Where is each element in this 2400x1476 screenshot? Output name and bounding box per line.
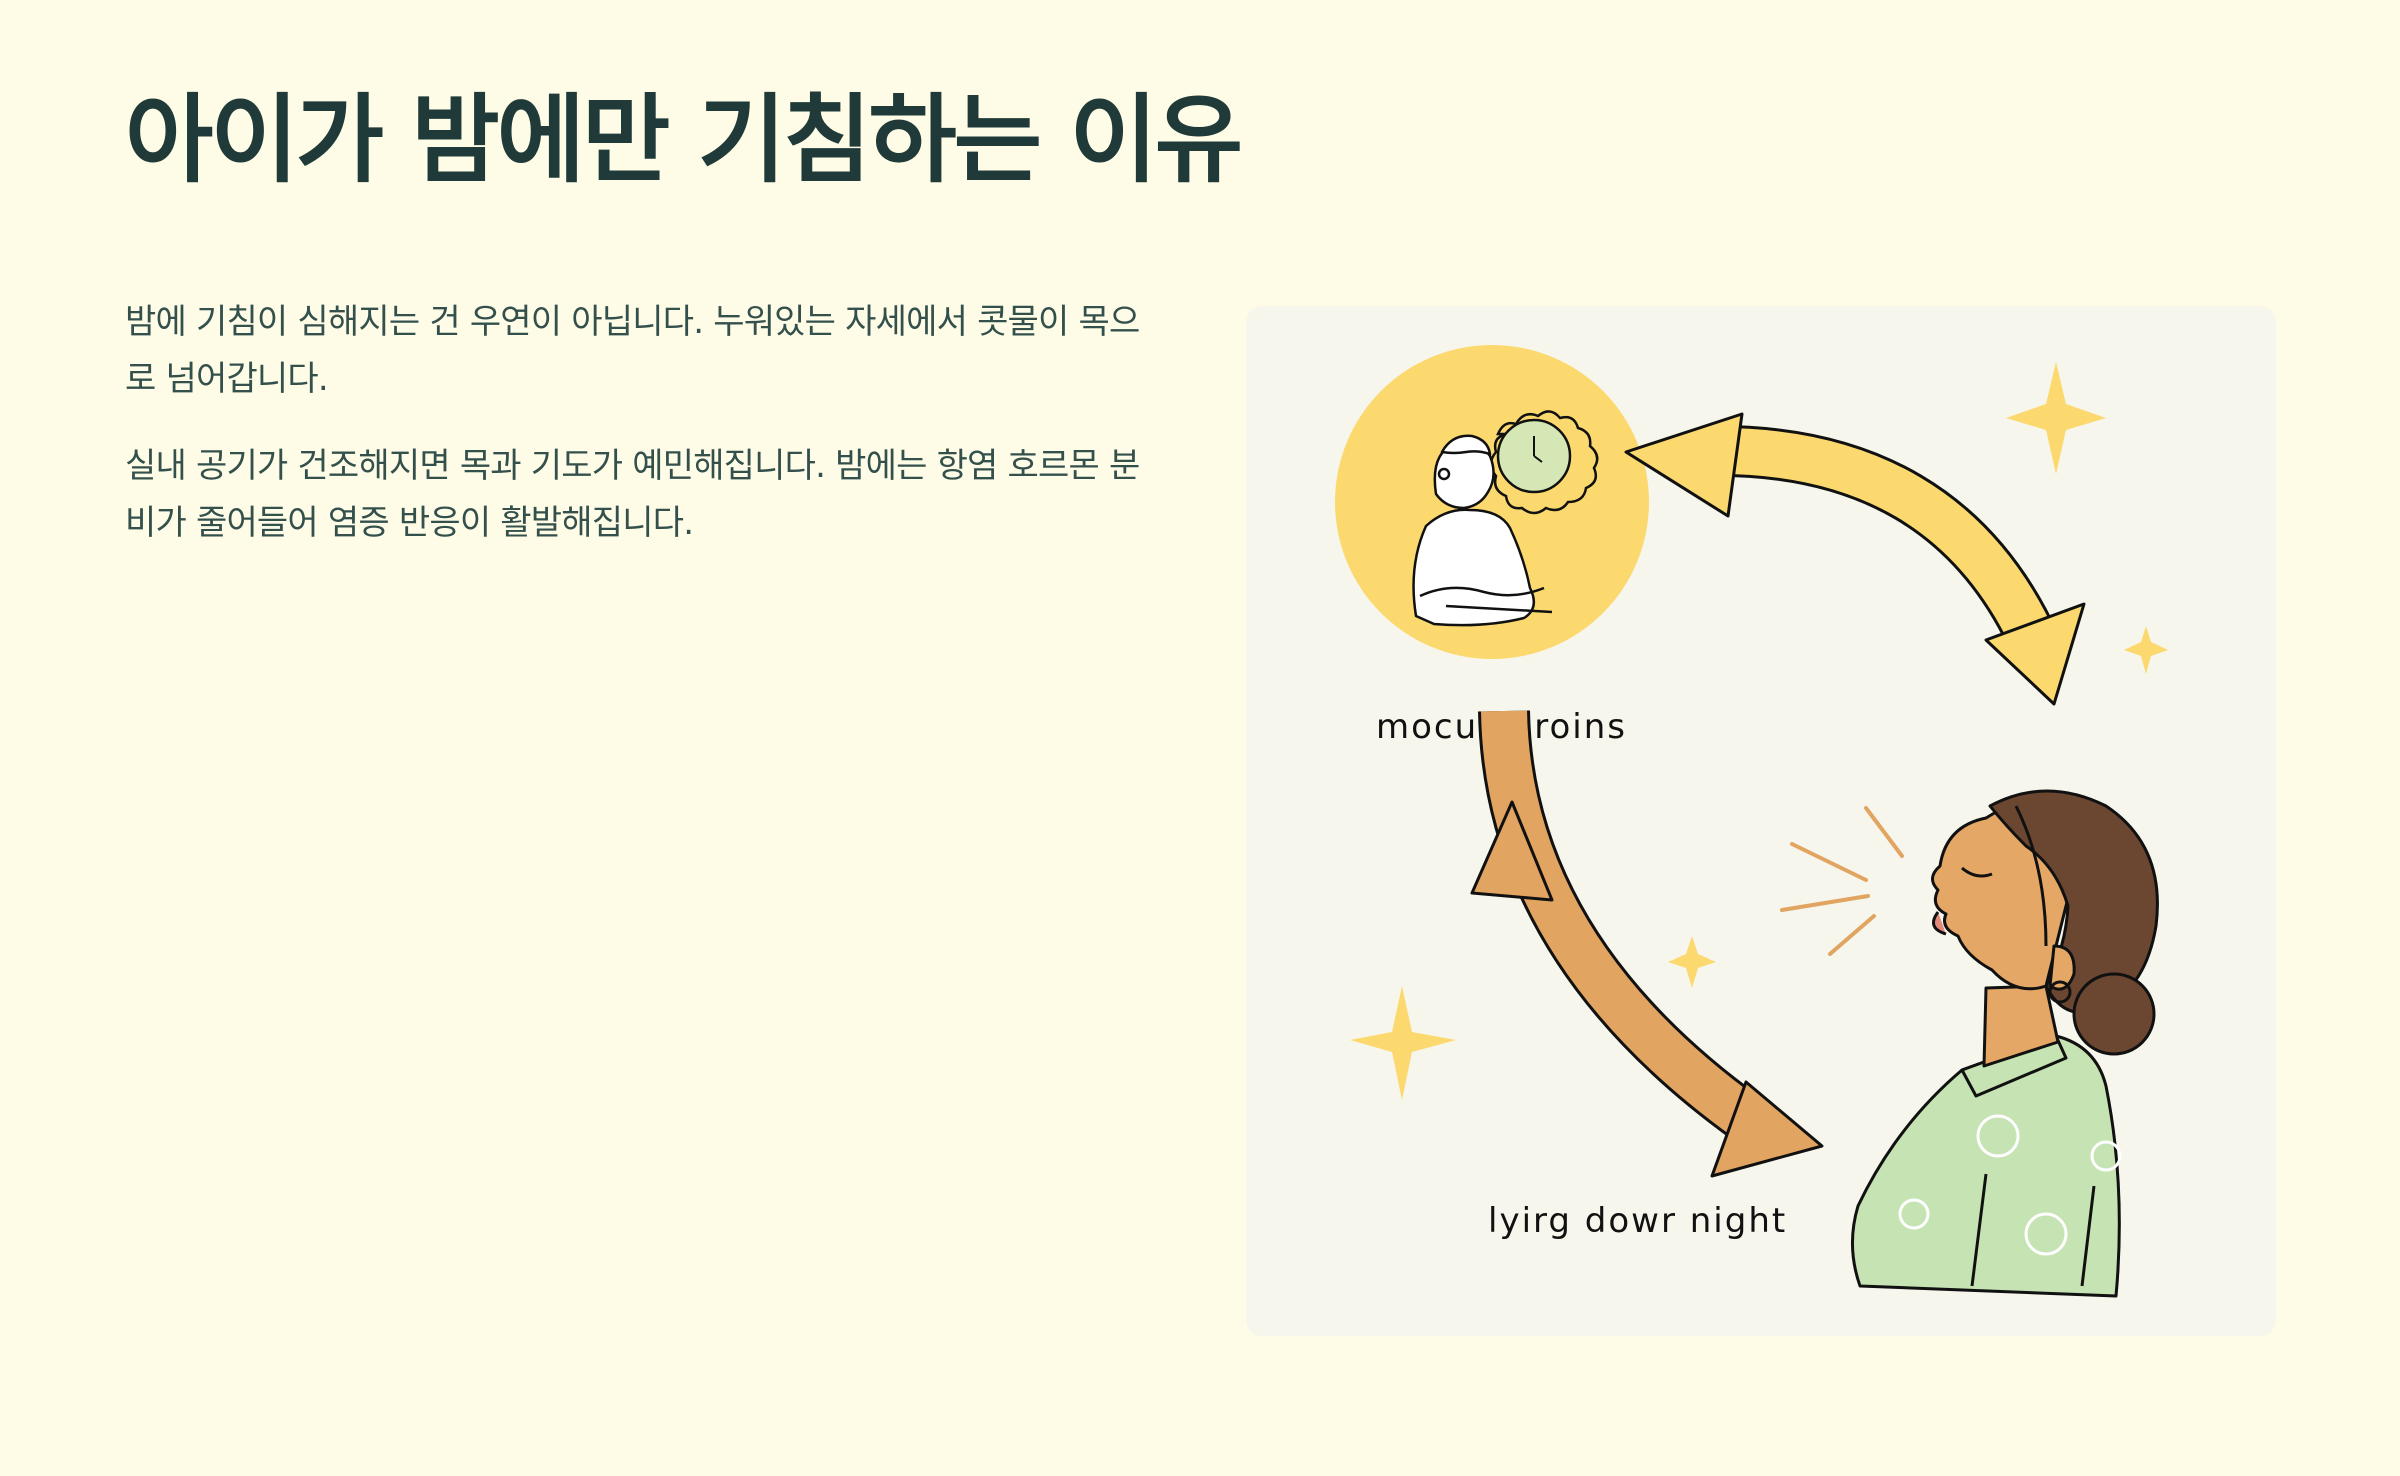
cycle-arrow-icon — [1624, 412, 2086, 706]
paragraph-1: 밤에 기침이 심해지는 건 우연이 아닙니다. 누워있는 자세에서 콧물이 목으… — [125, 302, 1140, 399]
bedtime-scene-circle — [1335, 345, 1649, 659]
cough-lines — [1780, 806, 1904, 956]
cycle-arrow-icon — [1470, 710, 1824, 1178]
paragraph-2: 실내 공기가 건조해지면 목과 기도가 예민해집니다. 밤에는 항염 호르몬 분… — [125, 446, 1140, 543]
sitting-person-figure — [1412, 434, 1553, 627]
page-title: 아이가 밤에만 기침하는 이유 — [125, 84, 1243, 196]
label-lying-down-night: lyirg dowr night — [1488, 1201, 1787, 1241]
clock-icon — [1489, 410, 1599, 515]
coughing-woman-figure — [1851, 789, 2159, 1298]
cough-cycle-illustration: mocus droins lyirg dowr night — [1335, 345, 2168, 1298]
illustration-card: mocus droins lyirg dowr night — [1246, 306, 2276, 1336]
sparkle-icon — [1668, 936, 1716, 988]
sparkle-icon — [2006, 362, 2106, 474]
sparkle-icon — [2124, 626, 2168, 674]
article-body: 밤에 기침이 심해지는 건 우연이 아닙니다. 누워있는 자세에서 콧물이 목으… — [125, 294, 1145, 582]
sparkle-icon — [1350, 986, 1456, 1100]
